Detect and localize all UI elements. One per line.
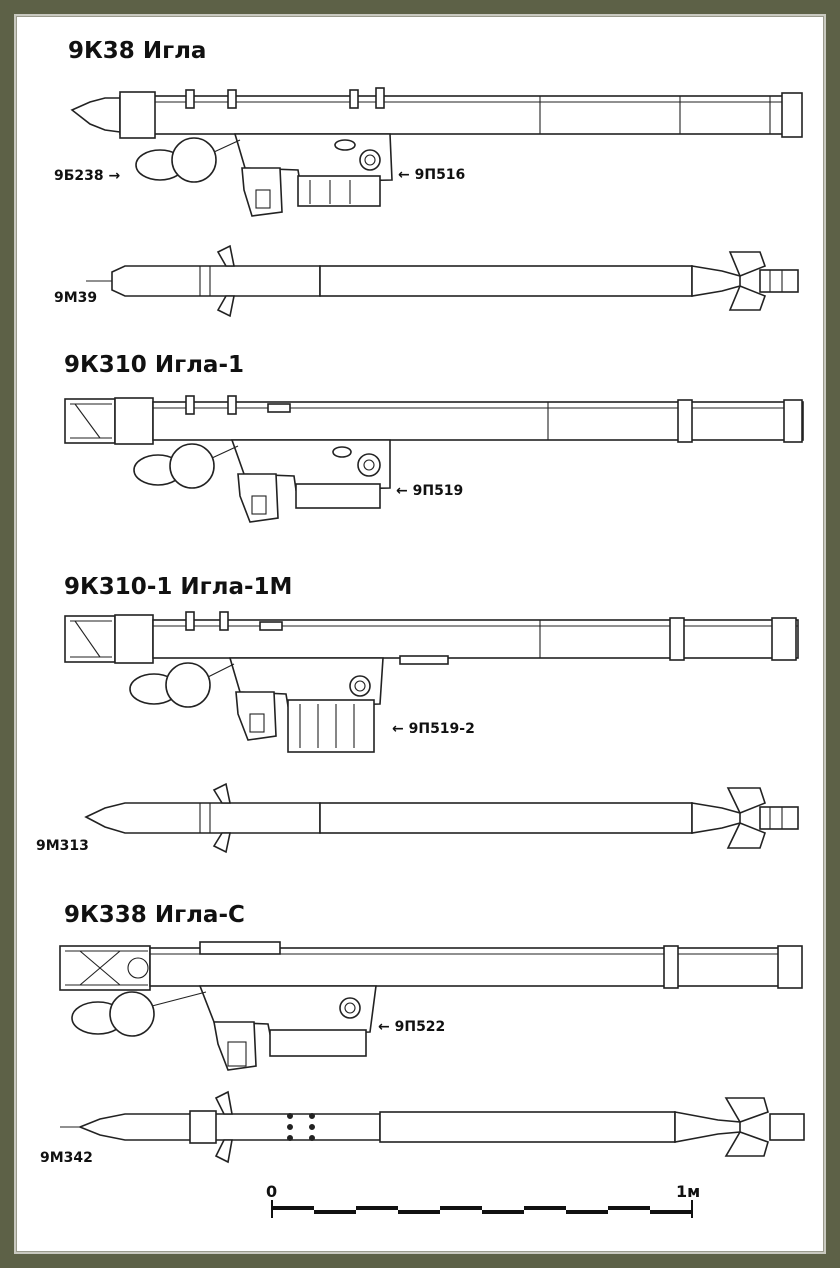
missile-label-9m39: 9М39 bbox=[54, 290, 98, 306]
section-title-9k38: 9К38 Игла bbox=[68, 38, 207, 64]
launcher-9p516 bbox=[70, 87, 803, 217]
missile-9m39 bbox=[86, 244, 799, 318]
launcher-label-9p522: ← 9П522 bbox=[378, 1019, 446, 1035]
scale-segment bbox=[398, 1210, 440, 1214]
scale-segment bbox=[482, 1210, 524, 1214]
scale-segment bbox=[440, 1206, 482, 1210]
launcher-label-9p519-2: ← 9П519-2 bbox=[392, 721, 475, 737]
launcher-label-9p516: ← 9П516 bbox=[398, 167, 466, 183]
missile-9m342 bbox=[60, 1090, 805, 1164]
launcher-9p519 bbox=[64, 395, 804, 523]
battery-label-9b238: 9Б238 → bbox=[54, 168, 121, 184]
scale-segment bbox=[314, 1210, 356, 1214]
missile-label-9m342: 9М342 bbox=[40, 1150, 93, 1166]
scale-segment bbox=[650, 1210, 692, 1214]
missile-9m313 bbox=[84, 782, 799, 854]
section-title-9k310: 9К310 Игла-1 bbox=[64, 352, 245, 378]
launcher-label-9p519: ← 9П519 bbox=[396, 483, 464, 499]
scale-segment bbox=[608, 1206, 650, 1210]
scale-segment bbox=[356, 1206, 398, 1210]
launcher-9p522 bbox=[59, 941, 803, 1071]
section-title-9k338: 9К338 Игла-С bbox=[64, 902, 245, 928]
missile-label-9m313: 9М313 bbox=[36, 838, 89, 854]
scale-segment bbox=[524, 1206, 566, 1210]
scale-segment bbox=[566, 1210, 608, 1214]
scale-segment bbox=[272, 1206, 314, 1210]
section-title-9k310-1: 9К310-1 Игла-1М bbox=[64, 574, 293, 600]
scale-bar bbox=[271, 1200, 693, 1218]
scale-start-label: 0 bbox=[266, 1182, 278, 1201]
launcher-9p519-2 bbox=[64, 611, 799, 753]
scale-end-label: 1м bbox=[676, 1182, 701, 1201]
